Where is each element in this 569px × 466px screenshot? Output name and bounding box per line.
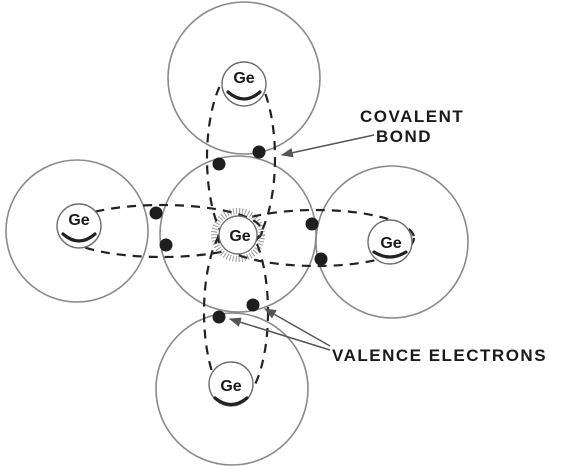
valence-leader-upper <box>263 308 331 347</box>
valence-electron-top-right <box>252 145 266 159</box>
left-atom-shell <box>5 159 149 303</box>
valence-electron-bottom-right <box>246 298 260 312</box>
top-atom-shell <box>167 1 321 155</box>
valence-leader-lower <box>228 317 331 351</box>
valence-electron-right-upper <box>305 217 319 231</box>
atom-right: Ge <box>367 219 413 265</box>
valence-electron-right-lower <box>314 252 328 266</box>
covalent-bond-label-line2: BOND <box>376 127 432 146</box>
right-atom-shell <box>315 165 469 319</box>
valence-electrons-label: VALENCE ELECTRONS <box>332 346 547 365</box>
atom-bottom: Ge <box>208 361 254 407</box>
atom-center: Ge <box>211 208 265 262</box>
covalent-bond-leader <box>280 134 375 158</box>
atom-right-label: Ge <box>380 235 401 252</box>
valence-electron-bottom-left <box>212 310 226 324</box>
atom-left-label: Ge <box>68 212 89 229</box>
atom-bottom-label: Ge <box>220 378 241 395</box>
atom-top: Ge <box>221 61 267 107</box>
bottom-atom-shell <box>155 312 309 466</box>
atom-left: Ge <box>56 203 102 249</box>
valence-electron-left-upper <box>149 206 163 220</box>
valence-electron-top-left <box>212 157 226 171</box>
atom-center-label: Ge <box>229 228 250 245</box>
atom-top-label: Ge <box>233 70 254 87</box>
valence-electron-left-lower <box>159 238 173 252</box>
covalent-bond-label-line1: COVALENT <box>360 107 464 126</box>
